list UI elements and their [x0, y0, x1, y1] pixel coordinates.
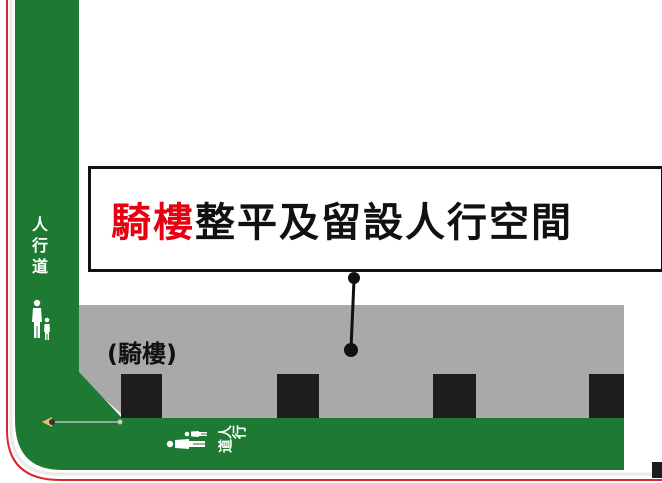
sidewalk-label-vertical: 人 行 道 [30, 214, 50, 277]
edge-mark [652, 462, 662, 478]
pedestrians-icon [32, 299, 50, 340]
pillar [277, 374, 319, 418]
pedestrians-icon [166, 431, 207, 449]
arcade-area [77, 305, 624, 418]
pillar [121, 374, 162, 418]
streetlight-icon [42, 417, 123, 427]
pillar [589, 374, 624, 418]
pointer-dot-top [348, 272, 360, 284]
sidewalk [15, 0, 624, 470]
title-callout-box: 騎樓整平及留設人行空間 [88, 166, 662, 272]
sidewalk-label-char: 道 [31, 257, 48, 276]
curb-outer-line [6, 0, 662, 481]
title-highlight: 騎樓 [111, 200, 195, 246]
arcade-label: (騎樓) [107, 340, 177, 368]
pointer-line [349, 279, 356, 350]
pointer-dot-bottom [344, 343, 358, 357]
sidewalk-label-char: 人 [31, 215, 48, 234]
pillar [433, 374, 476, 418]
sidewalk-label-char: 行 [31, 236, 48, 255]
title-text: 整平及留設人行空間 [195, 200, 573, 246]
sidewalk-label-horizontal: 人行道 [218, 425, 246, 455]
curb-inner-line [9, 0, 662, 476]
